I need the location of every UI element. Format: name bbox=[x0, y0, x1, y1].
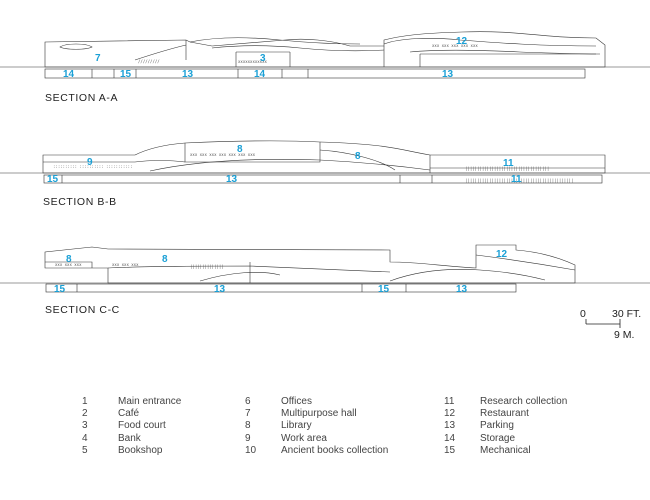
parking-level bbox=[45, 283, 517, 293]
furniture-pattern: xxx xxx xxx xxx xxx xxx xxx bbox=[190, 152, 256, 157]
scale-zero: 0 bbox=[580, 308, 586, 320]
space-label: 15 bbox=[47, 174, 59, 185]
space-label: 14 bbox=[63, 69, 75, 80]
desk-pattern: :::::::::: :::::::::: ::::::::::: bbox=[53, 164, 132, 169]
roof-curve bbox=[211, 45, 385, 52]
floor bbox=[45, 261, 93, 268]
ramp-curve bbox=[199, 272, 281, 282]
roof-curve bbox=[149, 159, 431, 172]
section-drawings: xxxxxxxxxxxx xxx xxx xxx xxx xxx ///////… bbox=[0, 31, 650, 328]
reading-room bbox=[184, 142, 321, 163]
space-label: 15 bbox=[378, 284, 390, 295]
space-label: 14 bbox=[254, 69, 266, 80]
seating-pattern: ///////// bbox=[138, 59, 160, 64]
building-envelope bbox=[42, 140, 606, 174]
space-label: 8 bbox=[162, 254, 168, 265]
furniture-pattern: xxx xxx xxx bbox=[55, 262, 82, 267]
scale-feet: 30 FT. bbox=[612, 308, 642, 320]
space-label: 13 bbox=[226, 174, 238, 185]
building-envelope bbox=[44, 244, 576, 284]
furniture-pattern: xxx xxx xxx xxx xxx bbox=[432, 43, 478, 48]
furniture-pattern: xxx xxx xxx bbox=[112, 262, 139, 267]
floor-curve bbox=[107, 265, 391, 273]
space-label: 8 bbox=[66, 254, 72, 265]
floor bbox=[43, 160, 186, 163]
space-label: 15 bbox=[54, 284, 66, 295]
space-label: 15 bbox=[120, 69, 132, 80]
parking-level bbox=[44, 68, 586, 79]
space-label: 13 bbox=[214, 284, 226, 295]
space-label: 9 bbox=[87, 157, 93, 168]
ramp-curve bbox=[389, 269, 546, 282]
space-label: 11 bbox=[503, 158, 514, 169]
building-envelope bbox=[44, 31, 606, 68]
roof-curve bbox=[189, 37, 361, 45]
space-label: 13 bbox=[182, 69, 194, 80]
roof-curve bbox=[319, 149, 396, 171]
roof-curve bbox=[475, 254, 576, 271]
skylight bbox=[59, 43, 93, 50]
furniture-pattern: xxxxxxxxxxxx bbox=[238, 59, 267, 64]
section-c-c-drawing: xxx xxx xxx xxx xxx xxx |||||||||||||| 8… bbox=[0, 244, 650, 295]
space-label: 13 bbox=[456, 284, 468, 295]
section-title: SECTION B-B bbox=[43, 196, 117, 208]
section-a-a-drawing: xxxxxxxxxxxx xxx xxx xxx xxx xxx ///////… bbox=[0, 31, 650, 80]
scale-bar bbox=[585, 319, 621, 328]
space-label: 3 bbox=[260, 53, 266, 64]
section-title: SECTION C-C bbox=[45, 304, 120, 316]
space-label: 13 bbox=[442, 69, 454, 80]
space-label: 11 bbox=[511, 174, 522, 185]
stack-pattern: ||||||||||||||||||||||||||||||||||||||||… bbox=[465, 178, 573, 183]
space-label: 12 bbox=[496, 249, 508, 260]
stack-pattern: ||||||||||||||||||||||||||||||||||| bbox=[465, 166, 549, 171]
roof-curve bbox=[409, 49, 597, 55]
scale-meters: 9 M. bbox=[614, 329, 635, 341]
hall-roof bbox=[134, 40, 187, 61]
stack-pattern: |||||||||||||| bbox=[190, 264, 224, 269]
space-label: 8 bbox=[355, 151, 361, 162]
space-label: 12 bbox=[456, 36, 468, 47]
section-title: SECTION A-A bbox=[45, 92, 119, 104]
space-label: 8 bbox=[237, 144, 243, 155]
roof-curve bbox=[383, 38, 597, 47]
space-label: 7 bbox=[95, 53, 101, 64]
section-b-b-drawing: :::::::::: :::::::::: ::::::::::: xxx xx… bbox=[0, 140, 650, 185]
parking-level bbox=[43, 174, 603, 184]
